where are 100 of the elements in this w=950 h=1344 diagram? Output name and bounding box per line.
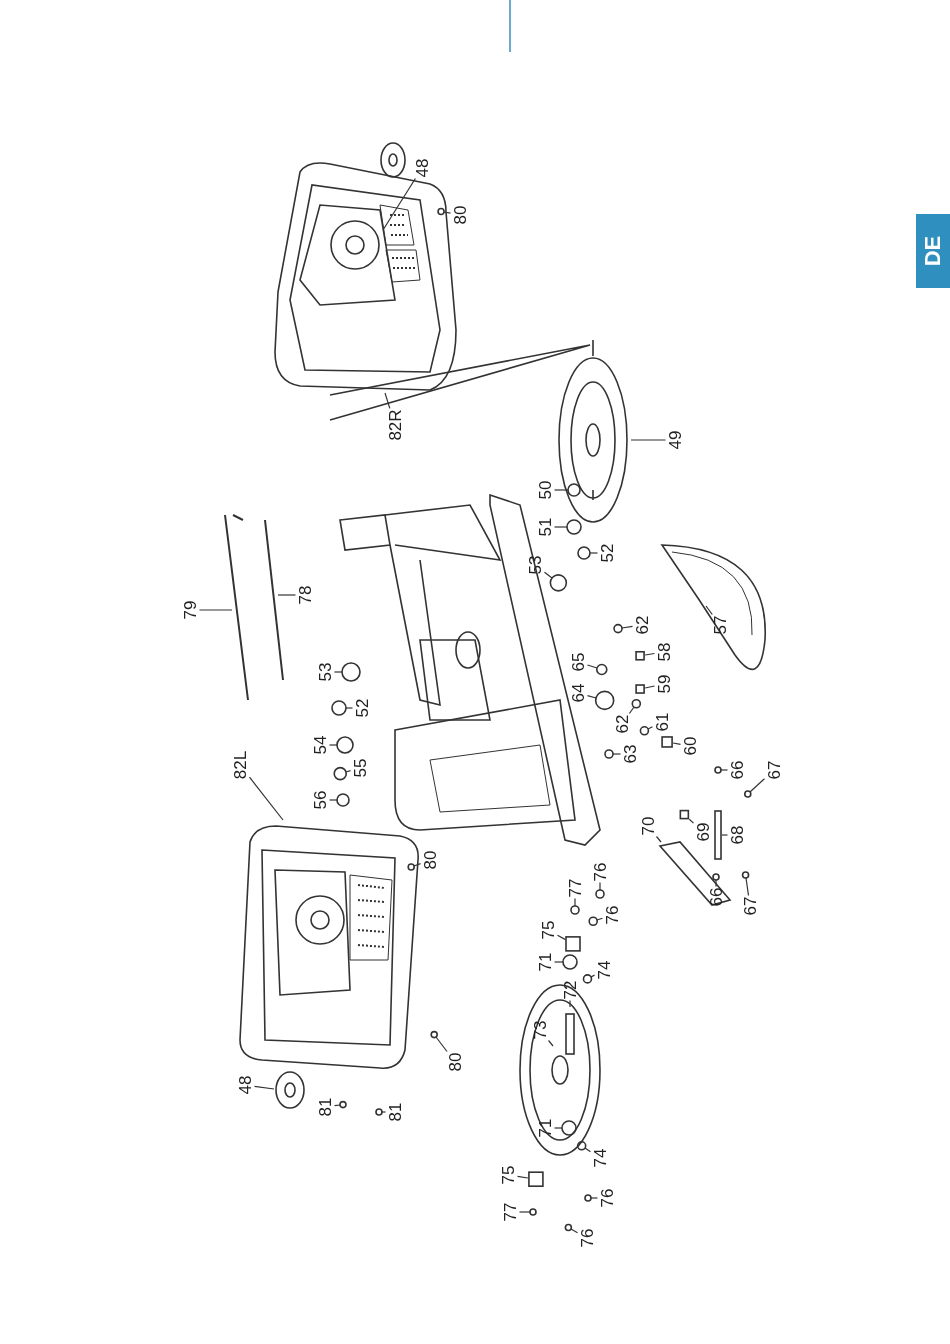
rod-part (714, 810, 722, 860)
callout-number: 57 (711, 615, 729, 635)
ring-part (744, 790, 752, 798)
ring-part (564, 1223, 573, 1232)
callout-number: 75 (499, 1165, 517, 1185)
leader-line (590, 1197, 599, 1199)
callout-number: 80 (421, 850, 439, 870)
leader-line (556, 934, 566, 940)
ring-part (437, 207, 445, 216)
ring-part (714, 766, 722, 774)
ring-part (570, 905, 580, 915)
plate-part (635, 684, 645, 694)
language-tab: DE (916, 214, 950, 288)
leader-line (612, 753, 622, 755)
leader-line (328, 744, 338, 746)
leader-line (547, 1039, 554, 1047)
callout-number: 79 (181, 600, 199, 620)
ring-part (639, 726, 650, 736)
leader-line (443, 211, 452, 214)
callout-number: 60 (681, 736, 699, 756)
ring-part (595, 889, 605, 899)
leader-line (586, 695, 597, 699)
leader-line (384, 392, 391, 409)
callout-number: 76 (598, 1188, 616, 1208)
ring-part (566, 519, 582, 535)
ring-part (549, 574, 568, 592)
callout-number: 53 (526, 555, 544, 575)
ring-part (529, 1208, 537, 1216)
leader-line (586, 664, 598, 669)
leader-line (749, 778, 766, 793)
callout-number: 75 (539, 920, 557, 940)
ring-part (333, 766, 348, 781)
plate-part (635, 651, 645, 661)
leader-line (621, 625, 634, 629)
ring-part (741, 871, 750, 879)
ring-part (576, 1141, 587, 1151)
callout-number: 70 (639, 816, 657, 836)
ring-part (604, 749, 614, 759)
callout-number: 62 (633, 615, 651, 635)
leader-line (745, 877, 750, 897)
ring-part (613, 623, 623, 634)
callout-number: 73 (531, 1020, 549, 1040)
ring-part (336, 736, 354, 754)
ring-part (331, 700, 347, 716)
ring-part (430, 1030, 438, 1039)
ring-part (336, 793, 350, 807)
leader-line (553, 1127, 563, 1129)
leader-line (589, 552, 599, 554)
leader-line (720, 769, 729, 771)
callout-number: 51 (536, 517, 554, 537)
callout-number: 67 (741, 896, 759, 916)
leader-line (655, 835, 662, 843)
callout-number: 59 (655, 674, 673, 694)
leader-line (715, 879, 717, 888)
plate-part (565, 936, 581, 952)
callout-number: 62 (613, 714, 631, 734)
ring-part (561, 1120, 577, 1136)
callout-number: 66 (707, 887, 725, 907)
leader-line (553, 961, 564, 963)
callout-number: 82R (386, 409, 404, 441)
callout-number: 71 (536, 952, 554, 972)
leader-line (345, 707, 354, 709)
leader-line (413, 863, 422, 867)
leader-line (277, 594, 297, 596)
callout-number: 49 (666, 430, 684, 450)
plate-part (679, 809, 690, 820)
callout-number: 77 (566, 878, 584, 898)
leader-line (333, 671, 343, 673)
callout-number: 77 (501, 1202, 519, 1222)
leader-line (647, 726, 654, 730)
callout-number: 80 (451, 205, 469, 225)
plate-part (661, 736, 673, 748)
leader-line (543, 571, 553, 579)
leader-line (574, 897, 576, 907)
callout-number: 56 (311, 790, 329, 810)
leader-line (721, 834, 729, 836)
callout-number: 81 (316, 1097, 334, 1117)
callout-number: 55 (351, 758, 369, 778)
callout-number: 66 (728, 760, 746, 780)
leader-line (644, 652, 656, 656)
ring-part (562, 954, 578, 970)
ring-part (341, 662, 361, 682)
leader-line (381, 1111, 387, 1113)
callout-number: 81 (386, 1102, 404, 1122)
leader-line (248, 776, 284, 821)
callout-number: 78 (296, 585, 314, 605)
leader-line (382, 177, 416, 231)
callout-number: 82L (231, 750, 249, 780)
callout-number: 80 (446, 1052, 464, 1072)
callout-number: 63 (621, 744, 639, 764)
callout-number: 48 (236, 1075, 254, 1095)
leader-line (518, 1211, 531, 1213)
callout-number: 68 (728, 825, 746, 845)
callout-number: 48 (413, 158, 431, 178)
ring-part (339, 1100, 347, 1109)
leader-line (688, 818, 695, 824)
callout-number: 71 (536, 1118, 554, 1138)
callout-number: 76 (591, 862, 609, 882)
ring-part (375, 1108, 383, 1116)
leader-line (569, 999, 571, 1008)
